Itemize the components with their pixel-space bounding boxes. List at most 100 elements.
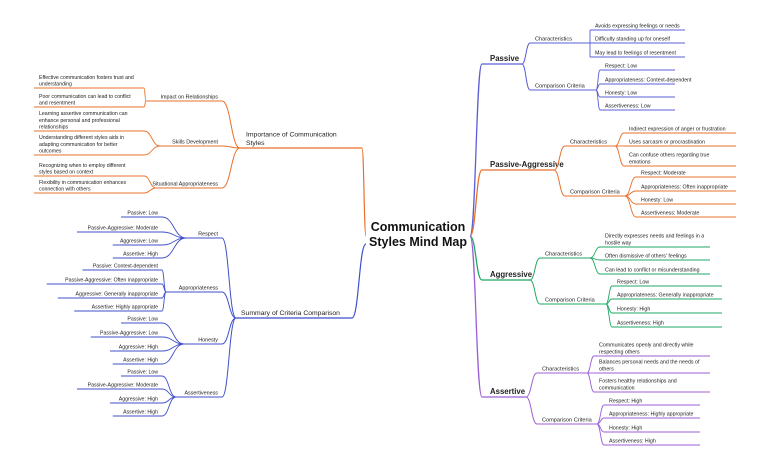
- importance-group-line: [221, 147, 241, 189]
- aggressive-characteristic-item: Directly expresses needs and feelings in…: [605, 234, 704, 247]
- importance-item-line: [143, 130, 161, 147]
- passive_aggressive-criterion-line: [624, 195, 637, 218]
- aggressive-criteria-line: [529, 279, 541, 305]
- summary-group-line: [221, 317, 237, 398]
- aggressive-criterion-line: [605, 303, 613, 328]
- summary-item-text: Passive-Aggressive: Moderate: [88, 383, 158, 389]
- summary-group-line: [221, 237, 237, 319]
- assertive-criterion-item: Assertiveness: High: [609, 439, 656, 445]
- importance-item-line: [143, 100, 147, 108]
- passive-criterion-item: Assertiveness: Low: [605, 104, 651, 110]
- assertive-characteristic-item: Balances personal needs and the needs of…: [599, 360, 700, 373]
- aggressive-criterion-item: Honesty: High: [617, 307, 650, 313]
- passive-criterion-item: Respect: Low: [605, 64, 637, 70]
- aggressive-characteristics-line: [529, 257, 541, 281]
- branch-assertive-label: Assertive: [490, 387, 526, 396]
- importance-group-line: [221, 100, 241, 149]
- assertive-characteristics-line: [525, 372, 538, 398]
- aggressive-characteristic-line: [589, 257, 601, 275]
- importance-group-label: Skills Development: [172, 140, 218, 146]
- summary-item-text: Assertive: High: [123, 410, 158, 416]
- summary-trunk-line: [351, 243, 367, 319]
- summary-item-text: Assertive: High: [123, 358, 158, 364]
- assertive-criterion-item: Respect: High: [609, 399, 642, 405]
- summary-item-line: [161, 237, 187, 259]
- summary-item-line: [161, 375, 177, 398]
- summary-group-label: Respect: [198, 232, 218, 238]
- aggressive-criterion-item: Assertiveness: High: [617, 321, 664, 327]
- summary-item-text: Assertive: High: [123, 252, 158, 258]
- assertive-criterion-item: Honesty: High: [609, 426, 642, 432]
- summary-item-text: Passive: Low: [127, 317, 158, 323]
- passive-characteristic-item: Difficulty standing up for oneself: [595, 37, 671, 43]
- assertive-characteristics-label: Characteristics: [542, 367, 579, 373]
- assertive-criterion-line: [596, 423, 605, 446]
- summary-item-text: Aggressive: High: [119, 397, 158, 403]
- passive_aggressive-criterion-item: Respect: Moderate: [641, 171, 686, 177]
- passive-criterion-line: [595, 89, 601, 111]
- assertive-criterion-item: Appropriateness: Highly appropriate: [609, 412, 694, 418]
- passive-criteria-line: [521, 63, 531, 91]
- passive_aggressive-criterion-item: Assertiveness: Moderate: [641, 211, 699, 217]
- passive-criterion-line: [595, 83, 601, 91]
- aggressive-characteristics-label: Characteristics: [545, 252, 582, 258]
- passive_aggressive-trunk-line: [469, 169, 483, 237]
- summary-group-line: [221, 291, 237, 319]
- passive-trunk-line: [469, 63, 483, 237]
- passive_aggressive-characteristic-line: [614, 145, 625, 167]
- aggressive-characteristic-line: [589, 246, 601, 259]
- summary-item-text: Passive: Low: [127, 370, 158, 376]
- aggressive-characteristic-item: Can lead to conflict or misunderstanding: [605, 268, 700, 274]
- summary-branch-label: Summary of Criteria Comparison: [241, 310, 340, 317]
- assertive-criteria-label: Comparison Criteria: [542, 418, 593, 424]
- passive-characteristic-item: Avoids expressing feelings or needs: [595, 24, 680, 30]
- summary-group-label: Assertiveness: [184, 391, 218, 397]
- importance-group-line: [221, 145, 241, 149]
- aggressive-criteria-label: Comparison Criteria: [545, 298, 596, 304]
- passive_aggressive-characteristics-line: [553, 145, 566, 171]
- summary-group-label: Honesty: [198, 338, 218, 344]
- summary-item-line: [161, 343, 185, 365]
- importance-trunk-line: [361, 147, 367, 237]
- passive-characteristics-line: [521, 42, 531, 65]
- summary-item-text: Passive-Aggressive: Moderate: [88, 226, 158, 232]
- summary-item-text: Aggressive: Low: [120, 239, 158, 245]
- importance-item-line: [143, 187, 157, 194]
- summary-item-text: Passive: Context-dependent: [93, 264, 159, 270]
- importance-group-label: Situational Appropriateness: [152, 182, 218, 188]
- assertive-trunk-line: [469, 235, 483, 398]
- aggressive-characteristic-item: Often dismissive of others' feelings: [605, 254, 687, 260]
- importance-group-label: Impact on Relationships: [160, 95, 218, 101]
- assertive-criteria-line: [525, 396, 538, 425]
- passive-characteristics-label: Characteristics: [535, 37, 572, 43]
- summary-item-line: [161, 216, 187, 239]
- passive_aggressive-criterion-item: Honesty: Low: [641, 198, 673, 204]
- passive_aggressive-characteristic-line: [614, 132, 625, 147]
- passive-criterion-item: Honesty: Low: [605, 91, 637, 97]
- importance-item-line: [143, 87, 147, 102]
- passive_aggressive-characteristics-label: Characteristics: [570, 140, 607, 146]
- summary-item-text: Aggressive: High: [119, 345, 158, 351]
- summary-item-text: Aggressive: Generally inappropriate: [76, 292, 159, 298]
- assertive-characteristic-line: [586, 355, 595, 374]
- branch-aggressive-label: Aggressive: [490, 270, 533, 279]
- summary-item-text: Passive-Aggressive: Low: [100, 331, 158, 337]
- passive_aggressive-criterion-item: Appropriateness: Often inappropriate: [641, 185, 728, 191]
- summary-item-text: Passive-Aggressive: Often inappropriate: [65, 278, 158, 284]
- passive_aggressive-characteristic-item: Uses sarcasm or procrastination: [629, 140, 705, 146]
- passive_aggressive-criteria-line: [553, 169, 566, 197]
- aggressive-criterion-item: Appropriateness: Generally inappropriate: [617, 293, 714, 299]
- summary-item-line: [161, 396, 177, 417]
- summary-item-text: Passive: Low: [127, 211, 158, 217]
